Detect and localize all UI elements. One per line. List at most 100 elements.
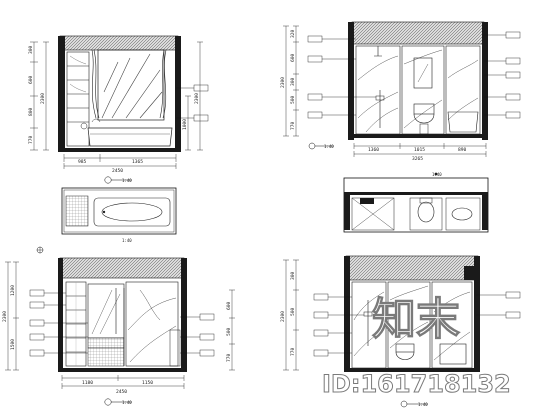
dim-d-left-1: 300 [290,271,296,280]
marble-panel-d2 [387,281,431,369]
dim-c-right-2: 500 [226,327,232,336]
basin-plan [451,207,473,221]
elevation-b: 1360 1015 890 3265 320 600 300 500 770 2… [280,21,521,162]
dim-c-bottom-1: 1180 [82,380,93,386]
dim-b-bottom-1: 1360 [368,147,379,153]
dim-b-left-4: 500 [290,95,296,104]
plan-b-outline [343,177,489,233]
ceiling-slab-b [351,21,485,45]
mirror-panel-c [87,283,125,339]
dim-a-top-1: 985 [78,159,87,165]
material-tags [176,84,209,122]
dimension-lines-c [5,261,235,389]
dim-a-left-2: 600 [28,75,34,84]
title-bubble-c [36,246,132,406]
left-curtain [91,49,100,119]
dim-b-left-2: 600 [290,53,296,62]
shelving-unit [66,51,90,147]
left-wall-d [344,256,350,372]
left-wall-c [58,258,63,372]
towel-rack-c [169,329,181,367]
marble-panel-b2 [401,45,445,135]
scale-label-b: 1:40 [324,144,334,149]
left-wall-b [348,22,354,140]
dimension-lines-b [283,25,487,157]
dim-a-left-1: 300 [28,45,34,54]
dim-b-bottom-2: 1015 [414,147,425,153]
basin-d [439,343,467,365]
plan-a-outline [61,187,177,235]
material-tags-c [29,289,215,357]
scale-label-plan-a: 1:40 [122,238,132,243]
bathtub-plan [93,197,171,227]
marble-panel-b3 [445,45,481,135]
title-bubble-a [104,176,132,184]
material-tags-b [307,31,521,119]
marble-panel-d3 [431,281,473,369]
ceiling-slab-d [345,255,479,281]
dim-d-left-2: 500 [290,307,296,316]
dimension-lines-d [283,259,299,371]
storage-cabinet [65,281,87,367]
marble-panel-d1 [351,281,387,369]
dim-b-left-3: 300 [290,77,296,86]
dimension-lines [30,41,203,169]
marble-veins [101,53,163,119]
vanity-plan [65,195,89,227]
ceiling-slab [59,35,179,51]
dim-d-left-3: 770 [290,347,296,356]
dim-b-total: 3265 [412,156,423,162]
toilet-d [395,343,415,360]
title-bubble-d [400,400,428,408]
right-wall-b [482,22,488,140]
watermark-id-text: ID:161718132 [322,370,511,398]
bathtub-basin [101,202,163,222]
marble-wall-c [125,281,179,367]
dim-c-left-total: 2300 [2,311,8,322]
dim-c-total: 2450 [116,389,127,395]
right-wall [175,36,181,152]
dim-b-bottom-3: 890 [458,147,467,153]
dim-b-left-1: 320 [290,29,296,38]
right-wall-c [181,258,187,372]
material-tags-d [313,291,521,357]
scale-label-d: 1:40 [418,402,428,407]
elevation-d: 300 500 770 2300 1:40 [280,255,521,408]
shower-head-b [374,46,382,57]
toilet-plan [417,201,435,223]
scale-label-c: 1:40 [122,400,132,405]
elevation-a: 985 1365 2450 300 600 800 770 2300 1000 … [28,35,209,184]
dim-c-bottom-2: 1150 [142,380,153,386]
ceiling-slab-c [59,257,185,279]
dim-c-left-1: 1200 [10,285,16,296]
bathtub [80,118,173,147]
dim-a-top-2: 1365 [132,159,143,165]
dim-d-left-total: 2300 [280,311,286,322]
scale-label-plan-b: 1:40 [432,172,442,177]
right-curtain [159,49,167,119]
plan-a: 1:40 [61,187,177,243]
watermark-logo-text: 知末 [372,294,460,345]
mirror-cabinet-b [413,57,433,89]
dim-b-left-total: 2300 [280,77,286,88]
dim-c-right-1: 600 [226,301,232,310]
scale-label-a: 1:40 [122,178,132,183]
dim-b-left-5: 770 [290,121,296,130]
dim-c-left-2: 1500 [10,339,16,350]
title-bubble-b [308,142,334,150]
right-wall-d [474,256,480,372]
left-wall [58,36,65,152]
vanity-counter-c [87,337,125,349]
watermark: 知末 ID:161718132 [322,294,512,399]
basin-b [447,111,479,133]
dim-a-left-3: 800 [28,107,34,116]
window-panel [97,49,165,121]
elevation-c: 1180 1150 2450 1200 1500 2300 600 500 77… [2,246,235,406]
dim-a-left-total: 2300 [40,93,46,104]
floor-slab-d [348,368,478,372]
toilet-b [413,103,435,135]
marble-panel-b1 [355,45,401,135]
floor-slab-c [62,368,184,372]
dim-a-left-4: 770 [28,135,34,144]
